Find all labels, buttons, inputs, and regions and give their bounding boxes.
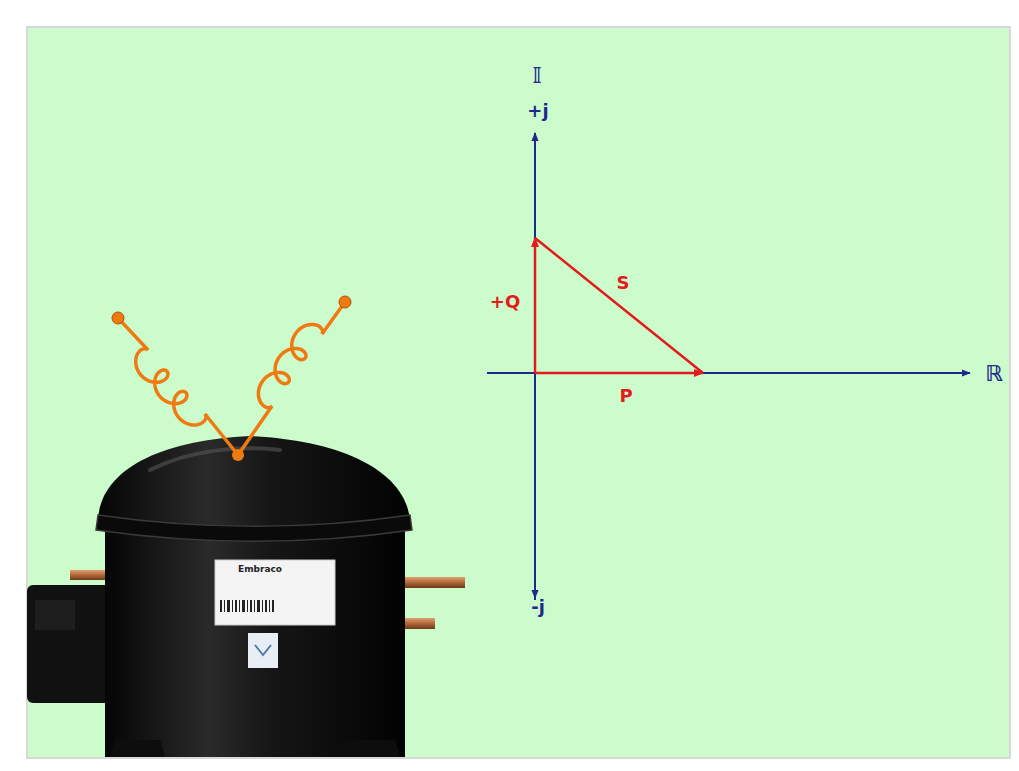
brand-label: Embraco [238, 565, 282, 575]
barcode [220, 600, 274, 612]
terminal-box-detail [35, 600, 75, 630]
compressor-shell [105, 520, 405, 757]
apparent-power-vector [535, 238, 703, 373]
nameplate [215, 560, 335, 625]
foot [340, 740, 400, 757]
coil [136, 349, 206, 425]
coil [258, 324, 322, 407]
wire [238, 406, 272, 455]
pipe [395, 577, 465, 588]
terminal-dot [339, 296, 351, 308]
imaginary-axis-down [534, 373, 536, 598]
axis-label: ℝ [985, 362, 1003, 386]
sticker-mark [255, 645, 271, 655]
active-power-vector [535, 372, 703, 375]
compressor [27, 436, 465, 757]
wire [118, 318, 148, 350]
axis-label: +j [527, 101, 548, 121]
wire [205, 414, 238, 455]
power-label: P [619, 386, 632, 406]
certification-sticker [248, 633, 278, 668]
terminal-box [27, 585, 115, 703]
axis-label: -j [531, 597, 545, 617]
power-label: +Q [490, 292, 520, 312]
real-axis [487, 372, 970, 374]
axis-label: 𝕀 [532, 64, 542, 88]
compressor-seam [96, 515, 412, 541]
reactive-power-vector [534, 238, 537, 373]
common-terminal-dot [232, 449, 244, 461]
power-label: S [617, 273, 630, 293]
compressor-dome [98, 436, 410, 520]
green-panel [27, 27, 1010, 758]
foot [110, 740, 165, 757]
imaginary-axis [534, 133, 536, 600]
dome-highlight [150, 448, 280, 470]
terminal-dot [112, 312, 124, 324]
winding-symbol [112, 296, 351, 461]
